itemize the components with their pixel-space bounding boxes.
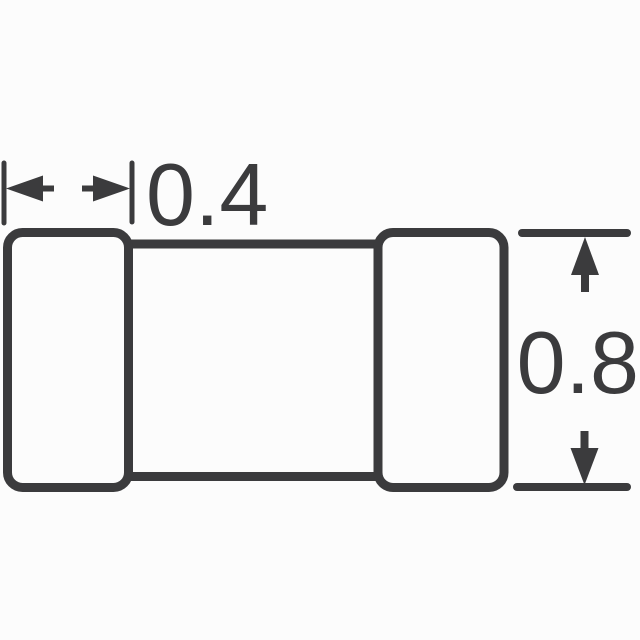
height-arrow-down-icon [570, 448, 599, 485]
left-terminal [3, 228, 133, 492]
height-arrow-up-icon [571, 237, 599, 275]
height-dimension: 0.8 [513, 229, 639, 491]
chip-component [3, 228, 509, 492]
width-dimension: 0.4 [1, 145, 268, 244]
height-dimension-label: 0.8 [517, 313, 639, 412]
right-terminal [373, 228, 509, 492]
height-arrow-up-tail [581, 274, 589, 292]
width-dimension-label: 0.4 [146, 145, 268, 244]
width-arrow-left-icon [6, 175, 43, 202]
height-arrow-down-tail [580, 431, 589, 449]
width-arrow-right-icon [93, 175, 130, 202]
width-arrow-right-tail [82, 185, 93, 192]
component-body [124, 239, 383, 481]
width-arrow-left-tail [43, 185, 54, 192]
